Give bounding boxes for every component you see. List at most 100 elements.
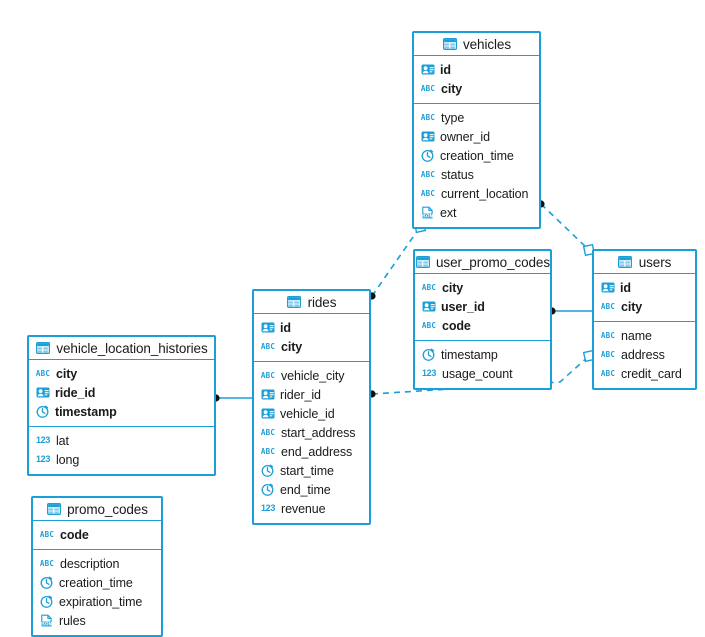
field-name: end_address xyxy=(281,444,353,459)
abc-text-icon: ABC xyxy=(260,341,276,351)
table-header[interactable]: user_promo_codes xyxy=(415,251,550,274)
column-field[interactable]: rider_id xyxy=(254,385,369,404)
id-card-icon xyxy=(260,407,275,420)
table-grid-icon xyxy=(415,256,430,269)
abc-text-icon: ABC xyxy=(260,370,276,380)
field-name: rules xyxy=(59,613,86,628)
json-document-icon: JSON xyxy=(39,614,54,627)
table-title: vehicle_location_histories xyxy=(56,340,208,356)
field-name: owner_id xyxy=(440,129,490,144)
table-header[interactable]: vehicle_location_histories xyxy=(29,337,214,360)
number-123-icon: 123 xyxy=(35,454,51,464)
id-card-icon xyxy=(35,386,50,399)
table-grid-icon xyxy=(46,503,61,516)
column-field[interactable]: timestamp xyxy=(415,345,550,364)
field-name: ext xyxy=(440,205,457,220)
column-field[interactable]: expiration_time xyxy=(33,592,161,611)
id-card-icon xyxy=(420,130,435,143)
field-name: start_time xyxy=(280,463,334,478)
primary-key-field[interactable]: id xyxy=(254,318,369,337)
table-header[interactable]: vehicles xyxy=(414,33,539,56)
field-name: id xyxy=(620,280,631,295)
primary-key-field[interactable]: ABC city xyxy=(254,337,369,356)
abc-text-icon: ABC xyxy=(420,112,436,122)
field-name: lat xyxy=(56,433,69,448)
column-field[interactable]: end_time xyxy=(254,480,369,499)
primary-key-field[interactable]: timestamp xyxy=(29,402,214,421)
primary-key-field[interactable]: id xyxy=(414,60,539,79)
abc-text-icon: ABC xyxy=(600,301,616,311)
column-field[interactable]: JSON rules xyxy=(33,611,161,630)
field-name: credit_card xyxy=(621,366,682,381)
column-field[interactable]: JSON ext xyxy=(414,203,539,222)
field-name: code xyxy=(60,527,89,542)
table-title: vehicles xyxy=(463,36,511,52)
field-name: description xyxy=(60,556,120,571)
primary-key-field[interactable]: user_id xyxy=(415,297,550,316)
field-name: expiration_time xyxy=(59,594,143,609)
abc-text-icon: ABC xyxy=(421,320,437,330)
abc-text-icon: ABC xyxy=(600,349,616,359)
table-header[interactable]: promo_codes xyxy=(33,498,161,521)
field-name: city xyxy=(281,339,303,354)
relationship-user-promo-codes-to-users[interactable] xyxy=(548,307,592,315)
column-field[interactable]: start_time xyxy=(254,461,369,480)
table-header[interactable]: rides xyxy=(254,291,369,314)
table-grid-icon xyxy=(35,342,50,355)
id-card-icon xyxy=(600,281,615,294)
table-title: promo_codes xyxy=(67,501,148,517)
primary-key-field[interactable]: ride_id xyxy=(29,383,214,402)
primary-key-field[interactable]: id xyxy=(594,278,695,297)
table-title: user_promo_codes xyxy=(436,254,550,270)
clock-icon xyxy=(421,348,436,361)
clock-icon xyxy=(260,483,275,496)
table-header[interactable]: users xyxy=(594,251,695,274)
relationship-vehicle-location-histories-to-rides[interactable] xyxy=(212,394,252,402)
column-field[interactable]: creation_time xyxy=(33,573,161,592)
column-field[interactable]: creation_time xyxy=(414,146,539,165)
relationship-vehicles-to-users[interactable] xyxy=(537,200,596,257)
id-card-icon xyxy=(260,321,275,334)
clock-icon xyxy=(35,405,50,418)
column-field[interactable]: owner_id xyxy=(414,127,539,146)
column-field[interactable]: ABC address xyxy=(594,345,695,364)
field-name: name xyxy=(621,328,652,343)
field-name: revenue xyxy=(281,501,326,516)
json-document-icon: JSON xyxy=(420,206,435,219)
column-field[interactable]: vehicle_id xyxy=(254,404,369,423)
field-name: id xyxy=(440,62,451,77)
field-name: address xyxy=(621,347,665,362)
